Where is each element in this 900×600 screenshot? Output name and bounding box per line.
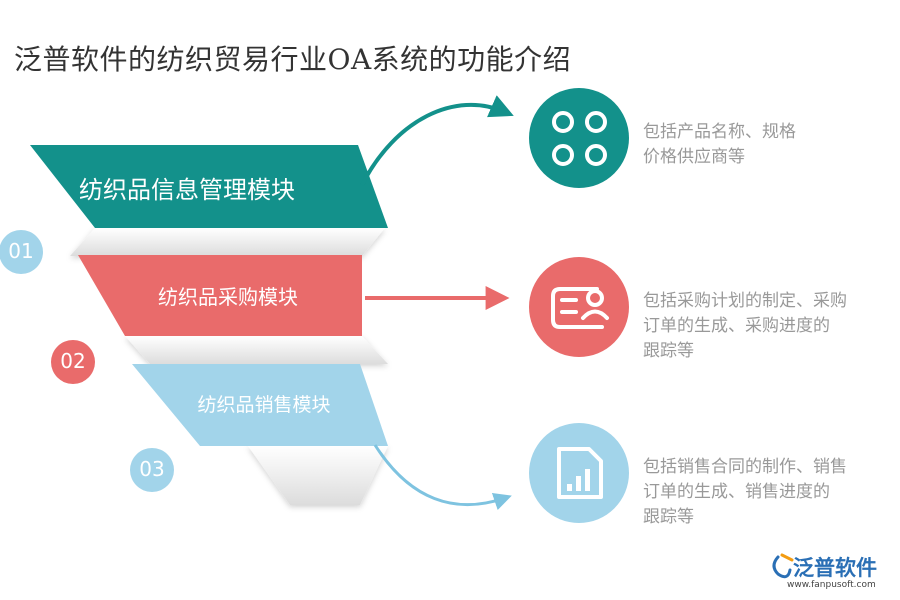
description-line: 订单的生成、销售进度的 [643, 482, 830, 502]
number-circle-3 [130, 448, 174, 492]
description-line: 包括产品名称、规格 [643, 122, 796, 142]
module-description-2: 包括采购计划的制定、采购 订单的生成、采购进度的 跟踪等 [643, 289, 847, 364]
description-line: 价格供应商等 [643, 147, 745, 167]
fanpu-logo-icon [772, 553, 794, 579]
logo-name: 泛普软件 [793, 556, 877, 580]
description-line: 跟踪等 [643, 341, 694, 361]
module-label-1: 纺织品信息管理模块 [79, 176, 295, 204]
band-sky [132, 364, 388, 446]
number-circle-1 [0, 230, 43, 274]
module-label-2: 纺织品采购模块 [158, 285, 298, 309]
ribbon-fold-1 [70, 228, 385, 256]
arrow-to-module-3 [373, 444, 512, 510]
band-teal [30, 145, 388, 228]
band-coral [78, 255, 362, 336]
module-number-3: 03 [139, 457, 165, 481]
arrow-to-module-1 [360, 95, 514, 186]
description-line: 包括销售合同的制作、销售 [643, 457, 847, 477]
module-label-3: 纺织品销售模块 [197, 394, 331, 416]
description-line: 跟踪等 [643, 507, 694, 527]
ribbon-fold-3 [248, 446, 388, 505]
number-circle-2 [51, 340, 95, 384]
sales-report-icon [529, 423, 629, 523]
four-circles-icon [529, 88, 629, 188]
description-line: 订单的生成、采购进度的 [643, 316, 830, 336]
description-line: 包括采购计划的制定、采购 [643, 291, 847, 311]
module-number-1: 01 [8, 239, 34, 263]
module-number-2: 02 [60, 349, 86, 373]
purchase-card-icon [529, 257, 629, 357]
logo-url: www.fanpusoft.com [787, 580, 876, 590]
module-description-3: 包括销售合同的制作、销售 订单的生成、销售进度的 跟踪等 [643, 455, 847, 530]
ribbon-fold-2 [125, 336, 388, 364]
module-description-1: 包括产品名称、规格 价格供应商等 [643, 120, 796, 170]
page-title: 泛普软件的纺织贸易行业OA系统的功能介绍 [14, 43, 572, 76]
